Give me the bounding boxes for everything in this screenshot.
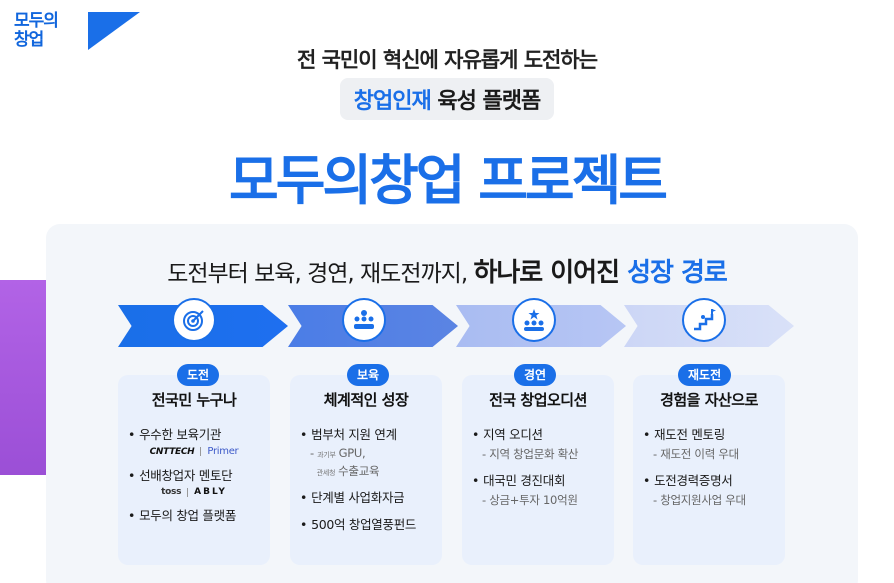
logo-line-1: 모두의 bbox=[14, 11, 59, 31]
tag-rechallenge: 재도전 bbox=[678, 364, 732, 386]
page-title: 모두의창업 프로젝트 bbox=[229, 149, 668, 212]
list-sub: - 재도전 이력 우대 bbox=[653, 447, 739, 461]
logo: 모두의 창업 bbox=[14, 11, 140, 56]
card-title: 체계적인 성장 bbox=[323, 391, 409, 409]
list-item: •재도전 멘토링 - 재도전 이력 우대 bbox=[643, 424, 775, 462]
path-blue: 성장 경로 bbox=[627, 258, 728, 288]
list-item: •도전경력증명서 - 창업지원사업 우대 bbox=[643, 470, 775, 508]
list-sub: - 상금+투자 10억원 bbox=[482, 493, 578, 507]
list-item: •대국민 경진대회 - 상금+투자 10억원 bbox=[472, 470, 604, 508]
logo-text: 모두의 창업 bbox=[14, 11, 59, 50]
path-title: 도전부터 보육, 경연, 재도전까지, 하나로 이어진 성장 경로 bbox=[0, 252, 894, 289]
target-icon bbox=[172, 298, 216, 342]
list-item: •모두의 창업 플랫폼 bbox=[128, 508, 237, 523]
card-title: 경험을 자산으로 bbox=[660, 391, 758, 409]
subtitle: 전 국민이 혁신에 자유롭게 도전하는 bbox=[296, 48, 598, 72]
platform-badge: 창업인재 육성 플랫폼 bbox=[339, 78, 555, 120]
list-item: •지역 오디션 - 지역 창업문화 확산 bbox=[472, 424, 604, 462]
logo-line-2: 창업 bbox=[14, 30, 44, 50]
stage-card-competition: 전국 창업오디션 •지역 오디션 - 지역 창업문화 확산 •대국민 경진대회 … bbox=[462, 375, 614, 565]
badge-highlight: 창업인재 bbox=[353, 89, 432, 114]
brand-toss: toss bbox=[161, 487, 182, 497]
tag-incubation: 보육 bbox=[347, 364, 390, 386]
brand-cnttech: CNTTECH bbox=[149, 446, 195, 457]
card-title: 전국민 누구나 bbox=[151, 391, 237, 409]
tag-challenge: 도전 bbox=[177, 364, 220, 386]
card-title: 전국 창업오디션 bbox=[489, 391, 587, 409]
list-sub: - 창업지원사업 우대 bbox=[653, 493, 746, 507]
brand-logos: CNTTECH Primer bbox=[128, 446, 260, 457]
brand-logos: toss ABLY bbox=[128, 487, 260, 497]
purple-decoration bbox=[0, 280, 46, 475]
badge-rest: 육성 플랫폼 bbox=[430, 89, 541, 114]
path-strong: 하나로 이어진 bbox=[473, 258, 628, 288]
stage-card-rechallenge: 경험을 자산으로 •재도전 멘토링 - 재도전 이력 우대 •도전경력증명서 -… bbox=[633, 375, 785, 565]
badge-wrap: 창업인재 육성 플랫폼 bbox=[0, 78, 894, 120]
list-item: •500억 창업열풍펀드 bbox=[300, 517, 417, 532]
climb-icon bbox=[682, 298, 726, 342]
brand-ably: ABLY bbox=[194, 487, 227, 497]
list-item: •단계별 사업화자금 bbox=[300, 490, 405, 505]
path-prefix: 도전부터 보육, 경연, 재도전까지, bbox=[167, 261, 474, 287]
audience-icon bbox=[512, 298, 556, 342]
list-sub: - 지역 창업문화 확산 bbox=[482, 447, 579, 461]
logo-triangle-icon bbox=[88, 12, 140, 50]
group-icon bbox=[342, 298, 386, 342]
brand-primer: Primer bbox=[207, 446, 239, 457]
tag-competition: 경연 bbox=[514, 364, 557, 386]
